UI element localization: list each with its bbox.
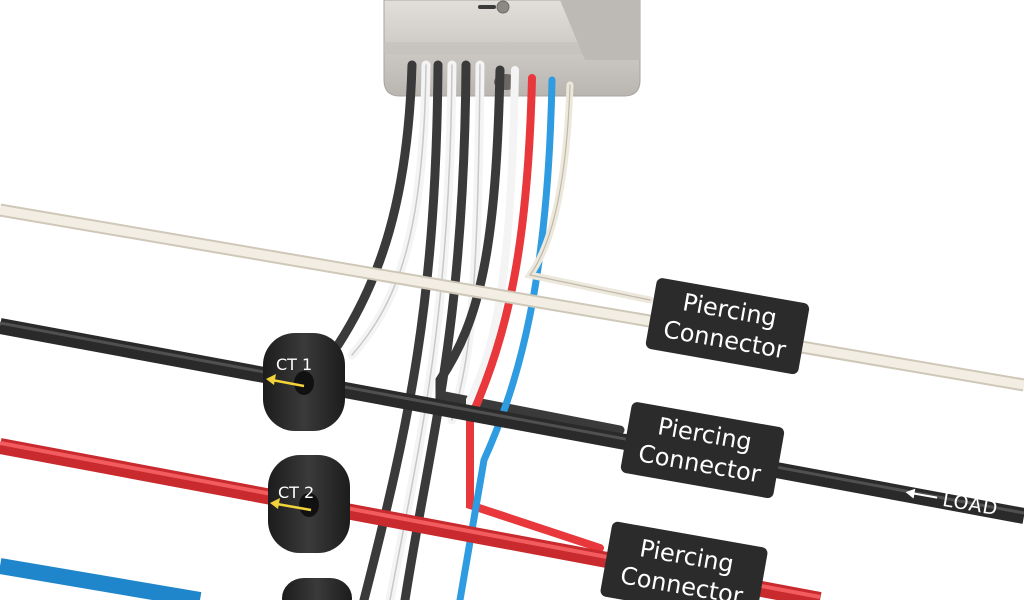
load-label: LOAD xyxy=(941,489,1000,520)
piercing-connector-3: Piercing Connector xyxy=(600,521,768,600)
current-transformer-3 xyxy=(282,578,352,600)
piercing-connector-2: Piercing Connector xyxy=(620,402,785,499)
neutral-conductor xyxy=(0,203,1024,392)
arrow-left-icon xyxy=(270,498,312,512)
current-transformer-2: CT 2 xyxy=(268,455,350,553)
screw-icon xyxy=(496,0,510,14)
current-transformer-1: CT 1 xyxy=(263,333,345,431)
blue-conductor xyxy=(0,558,202,600)
black-conductor xyxy=(0,318,1024,524)
meter-wire-bundle xyxy=(333,60,654,600)
arrow-left-icon xyxy=(905,488,938,499)
ct-label: CT 1 xyxy=(276,355,312,374)
ct-label: CT 2 xyxy=(278,483,314,502)
piercing-connector-1: Piercing Connector xyxy=(645,278,810,375)
arrow-left-icon xyxy=(266,374,305,388)
